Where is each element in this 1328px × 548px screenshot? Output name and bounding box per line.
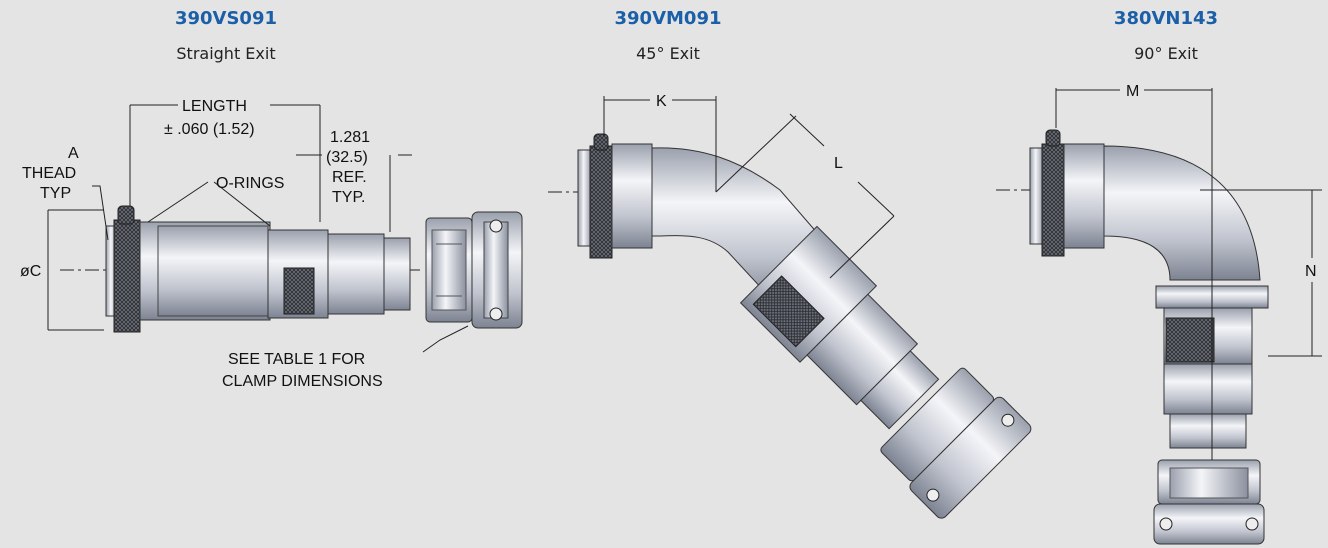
elbow-body xyxy=(1103,145,1261,281)
diameter-c-label: øC xyxy=(20,263,41,280)
part-number-90: 380VN143 xyxy=(1113,8,1219,29)
clamp-screw-icon xyxy=(1001,413,1015,427)
length-tolerance: ± .060 (1.52) xyxy=(164,121,255,138)
dim-l-label: L xyxy=(834,155,843,172)
o-rings-label: O-RINGS xyxy=(216,175,284,192)
coupling-nut xyxy=(113,219,141,333)
see-table-label: SEE TABLE 1 FOR xyxy=(228,351,365,368)
coupling-nut xyxy=(589,145,613,259)
ref-label: REF. xyxy=(332,169,367,186)
dim-k-label: K xyxy=(656,93,667,110)
thread-label: THEAD xyxy=(22,165,76,182)
part-number-45: 390VM091 xyxy=(614,8,722,29)
90-degree-exit-drawing: M N xyxy=(996,83,1322,545)
typ-label: TYP. xyxy=(332,189,366,206)
length-label: LENGTH xyxy=(182,98,247,115)
clamp-screw-icon xyxy=(926,488,940,502)
clamp-screw-icon xyxy=(489,219,503,233)
exit-type-45: 45° Exit xyxy=(636,44,700,63)
dim-32-5: (32.5) xyxy=(326,149,368,166)
part-number-straight: 390VS091 xyxy=(174,8,278,29)
exit-type-straight: Straight Exit xyxy=(176,44,276,63)
dim-m-label: M xyxy=(1126,83,1139,100)
exit-type-90: 90° Exit xyxy=(1134,44,1198,63)
coupling-nut xyxy=(1041,143,1065,257)
clamp-screw-icon xyxy=(1245,517,1259,531)
clamp-screw-icon xyxy=(489,307,503,321)
dim-1281: 1.281 xyxy=(330,129,370,146)
clamp-dimensions-label: CLAMP DIMENSIONS xyxy=(222,373,383,390)
thread-a-label: A xyxy=(68,145,79,162)
straight-exit-drawing: LENGTH ± .060 (1.52) 1.281 (32.5) REF. T… xyxy=(20,98,523,390)
45-degree-exit-drawing: K L xyxy=(548,93,1032,519)
clamp-screw-icon xyxy=(1159,517,1173,531)
thread-typ-label: TYP xyxy=(40,185,71,202)
dim-n-label: N xyxy=(1305,263,1317,280)
